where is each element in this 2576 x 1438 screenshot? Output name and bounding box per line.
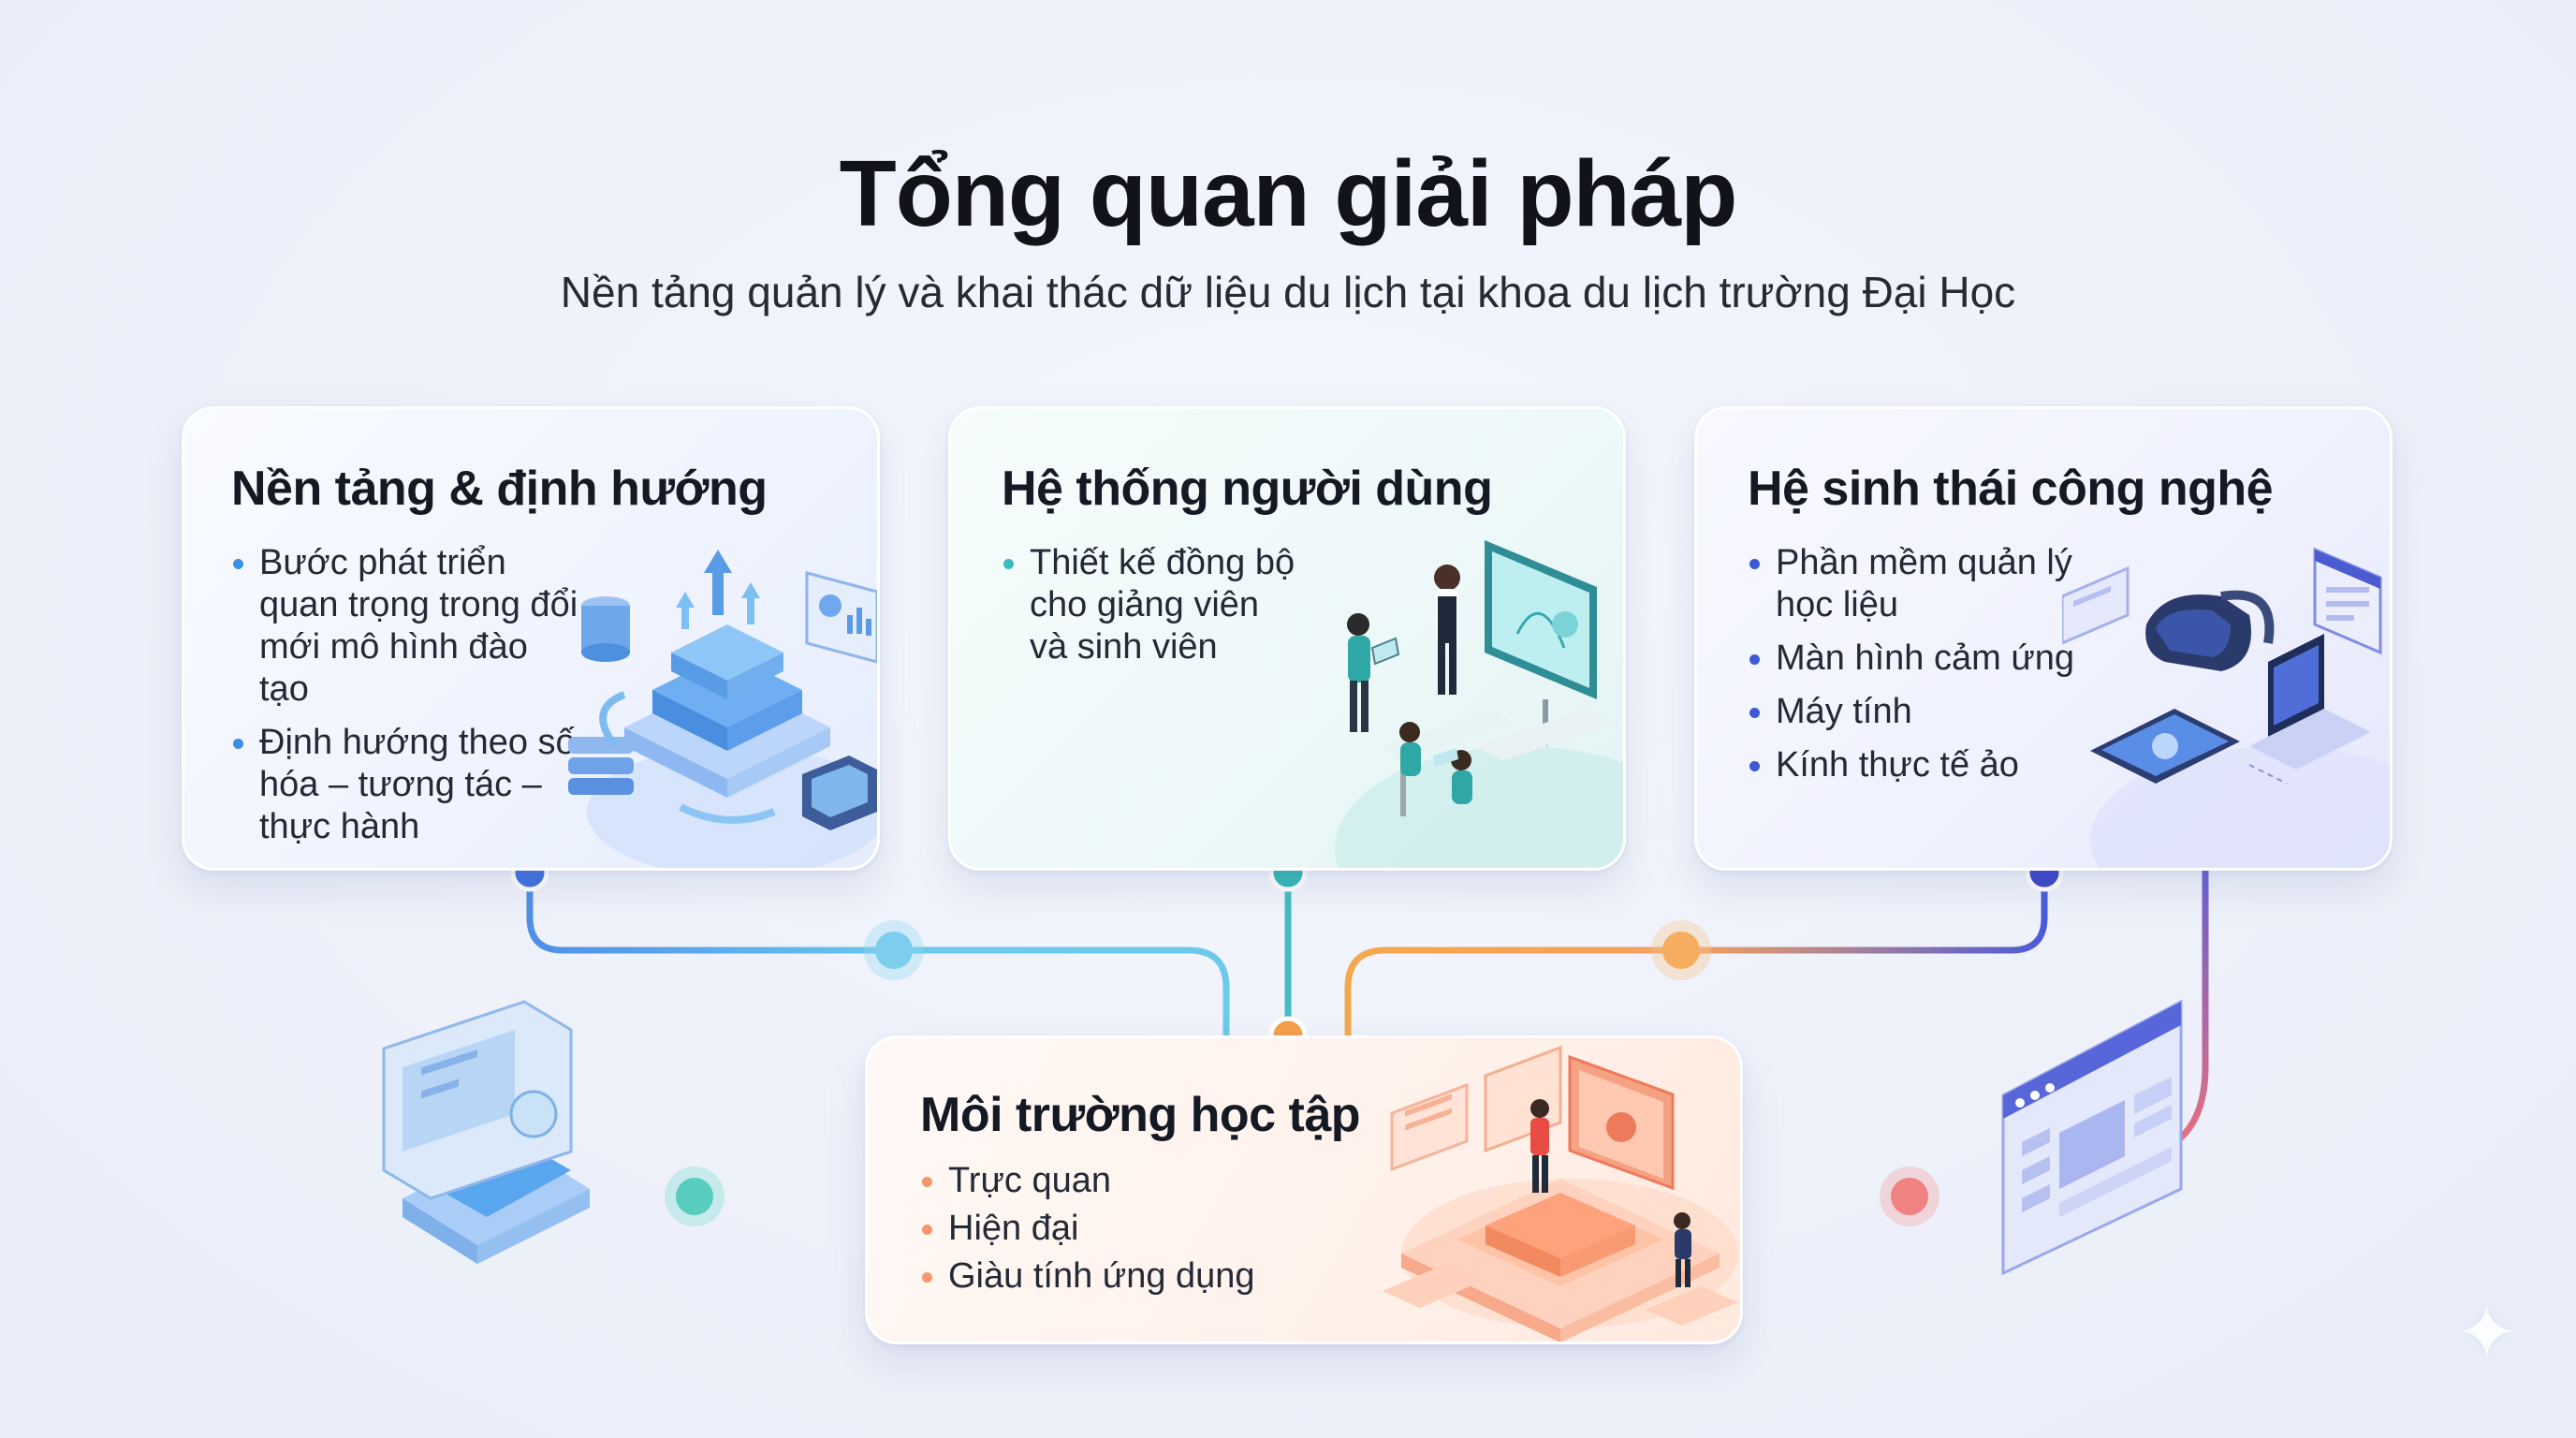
node-dot <box>1662 932 1700 969</box>
list-item: Giàu tính ứng dụng <box>920 1255 1295 1298</box>
card-environment: Môi trường học tập Trực quan Hiện đại Gi… <box>865 1035 1743 1344</box>
connector-ecosystem-environment <box>1344 873 2048 1035</box>
list-item: Trực quan <box>920 1160 1295 1202</box>
node-dot <box>875 932 913 969</box>
list-item: Phần mềm quản lý học liệu <box>1748 542 2085 626</box>
card-users: Hệ thống người dùng Thiết kế đồng bộ cho… <box>948 406 1626 871</box>
card-list: Trực quan Hiện đại Giàu tính ứng dụng <box>920 1160 1295 1303</box>
data-server-cloud-icon <box>568 550 877 868</box>
node-dot <box>676 1178 713 1215</box>
card-title: Nền tảng & định hướng <box>231 462 768 516</box>
list-item: Màn hình cảm ứng <box>1748 638 2085 680</box>
card-title: Hệ sinh thái công nghệ <box>1748 462 2274 516</box>
list-item: Định hướng theo số hóa – tương tác – thự… <box>231 722 587 848</box>
card-title: Môi trường học tập <box>920 1088 1361 1142</box>
list-item: Máy tính <box>1748 691 2085 733</box>
sparkle-icon: ✦ <box>2454 1291 2518 1374</box>
card-foundation: Nền tảng & định hướng Bước phát triển qu… <box>182 406 880 871</box>
monitor-screen-icon <box>382 1000 590 1264</box>
list-item: Kính thực tế ảo <box>1748 744 2085 786</box>
web-window-icon <box>2001 999 2183 1276</box>
card-list: Bước phát triển quan trọng trong đổi mới… <box>231 542 587 859</box>
card-ecosystem: Hệ sinh thái công nghệ Phần mềm quản lý … <box>1694 406 2393 871</box>
interactive-platform-icon <box>1383 1045 1738 1342</box>
list-item: Hiện đại <box>920 1208 1295 1250</box>
list-item: Thiết kế đồng bộ cho giảng viên và sinh … <box>1002 542 1301 668</box>
card-title: Hệ thống người dùng <box>1002 462 1493 516</box>
vr-devices-icon <box>2062 547 2390 868</box>
teacher-presentation-icon <box>1335 540 1623 868</box>
node-dot <box>1891 1178 1928 1215</box>
page-subtitle: Nền tảng quản lý và khai thác dữ liệu du… <box>560 268 2016 316</box>
card-list: Thiết kế đồng bộ cho giảng viên và sinh … <box>1002 542 1301 680</box>
connector-foundation-environment <box>526 873 1230 1035</box>
page-title: Tổng quan giải pháp <box>839 141 1738 246</box>
card-list: Phần mềm quản lý học liệu Màn hình cảm ứ… <box>1748 542 2085 798</box>
list-item: Bước phát triển quan trọng trong đổi mới… <box>231 542 587 711</box>
